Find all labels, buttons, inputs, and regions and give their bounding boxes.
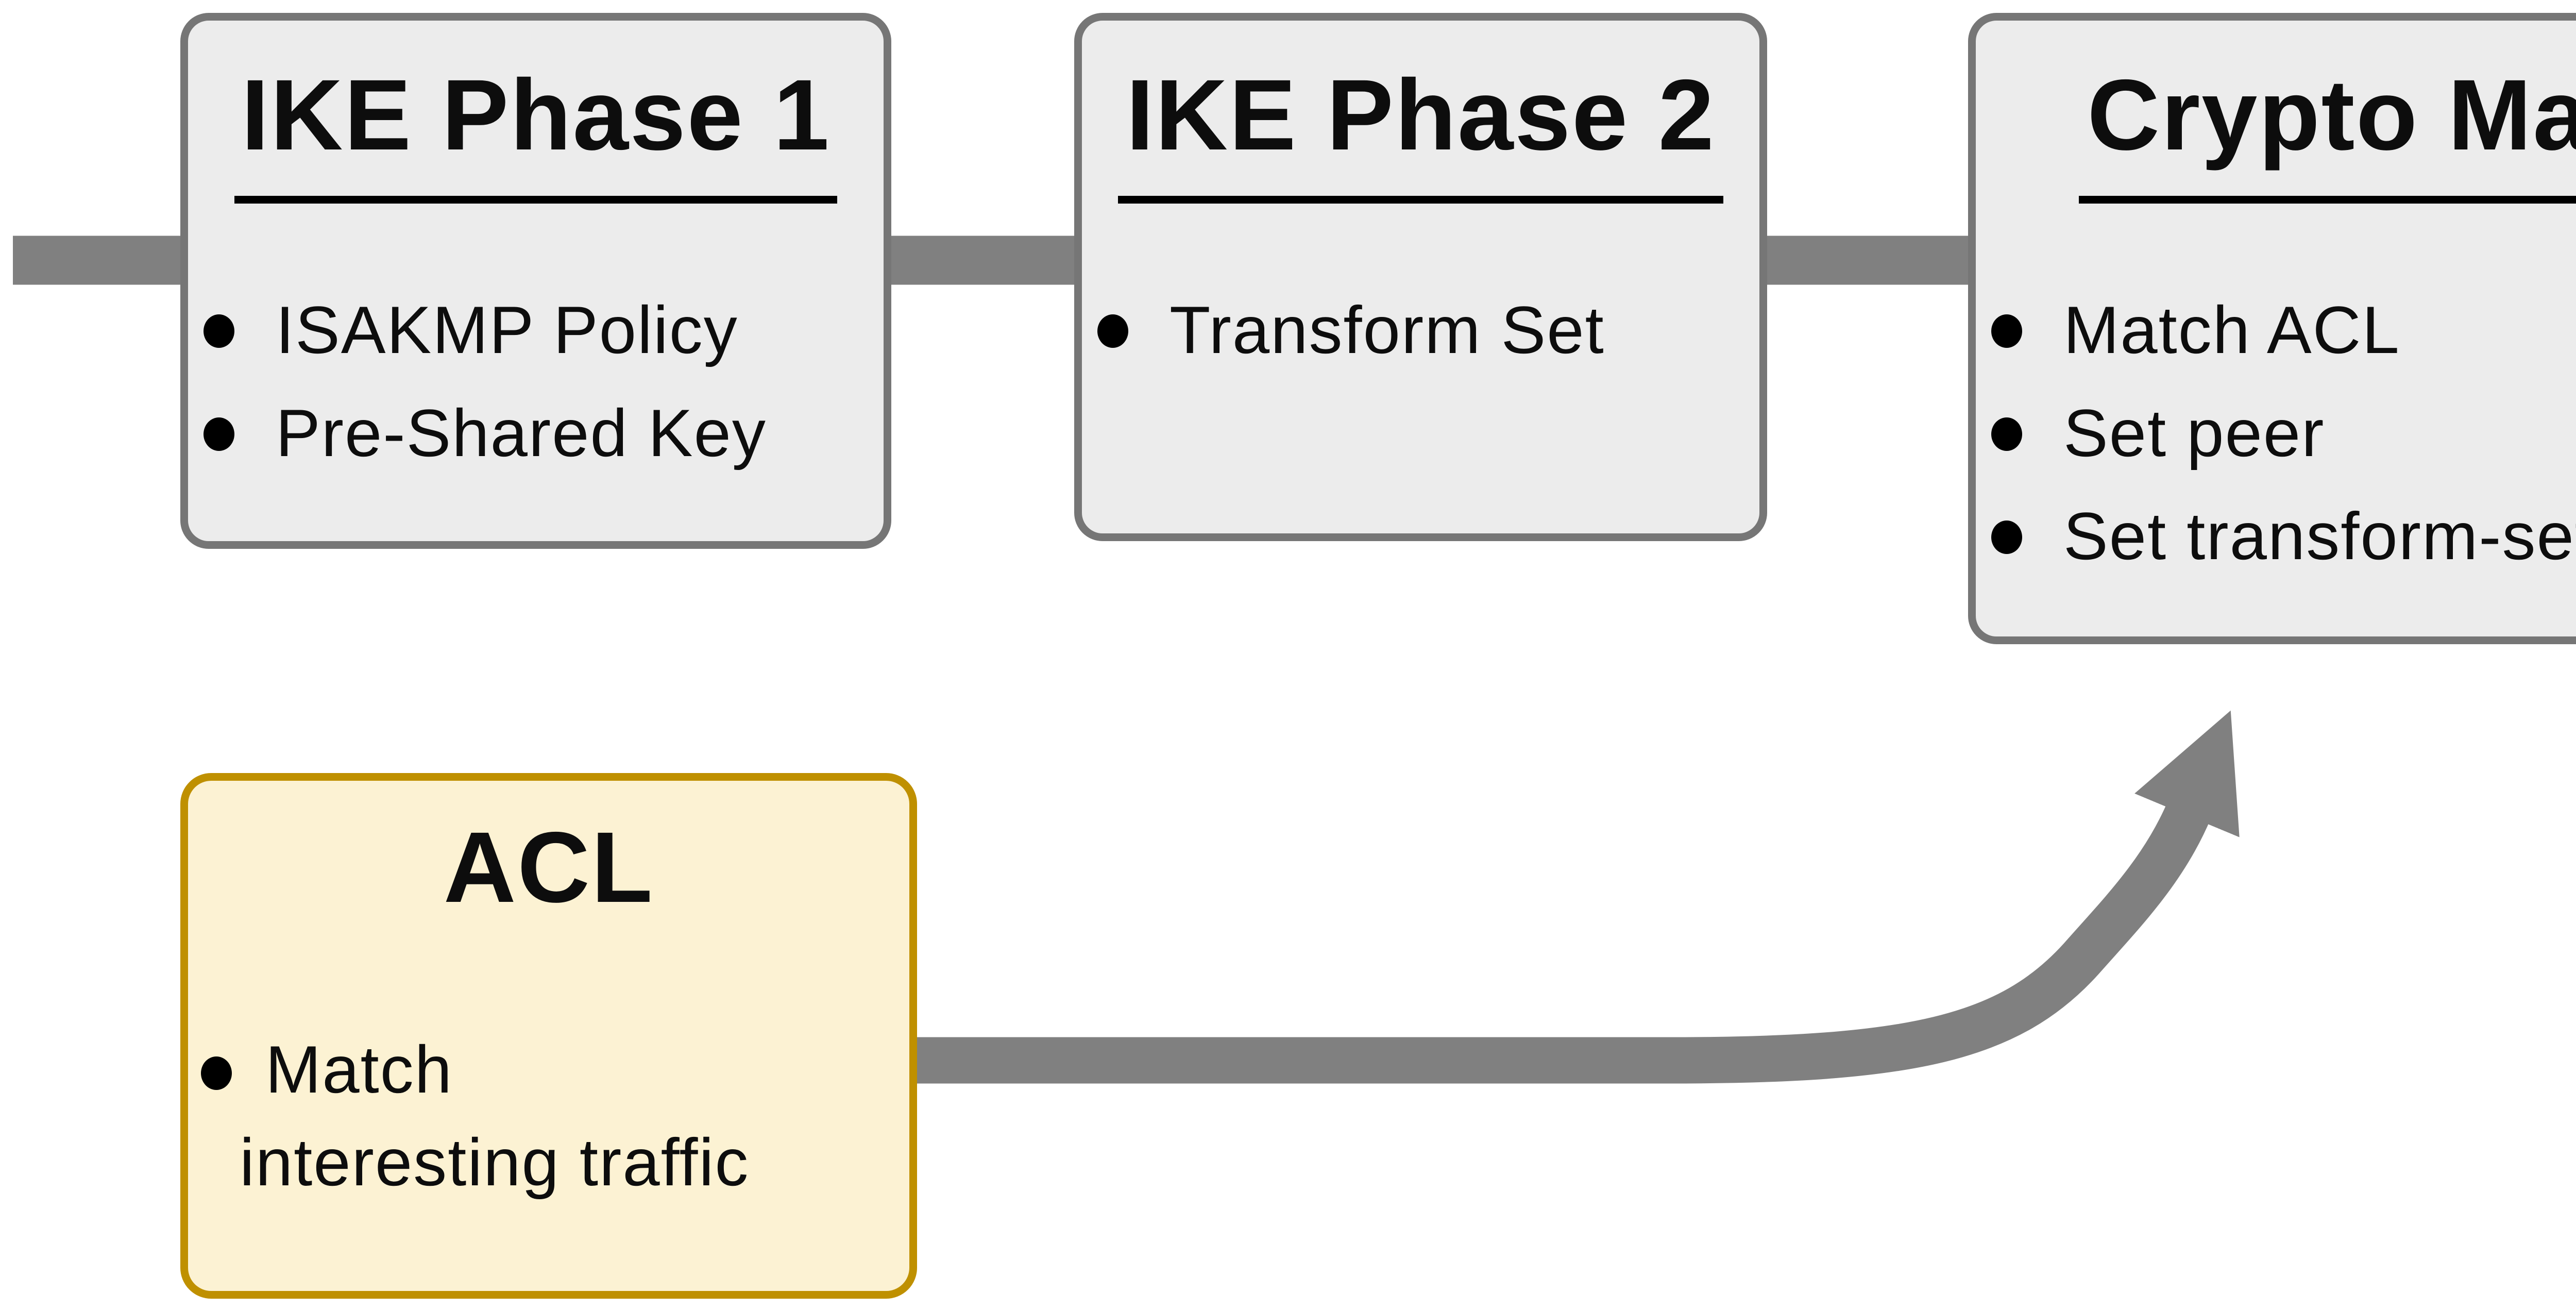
list-item: ISAKMP Policy [188,289,884,371]
bullet-text: Set transform-set [2063,497,2576,575]
bullet-icon [1991,521,2022,554]
bullet-text-line: interesting traffic [240,1123,750,1201]
bullet-icon [204,314,234,348]
acl-to-crypto-map-arrow [917,710,2240,1084]
box-acl: ACL Match interesting traffic [180,773,917,1299]
bullet-icon [201,1056,232,1090]
bullet-list: Match interesting traffic [188,1028,909,1203]
bullet-list: Transform Set [1082,289,1759,371]
bullet-text: Transform Set [1170,291,1605,368]
box-title: ACL [443,814,654,925]
list-item: Set peer [1976,392,2576,474]
bullet-text: ISAKMP Policy [276,291,738,368]
box-ike-phase-2: IKE Phase 2 Transform Set [1074,13,1767,541]
bullet-text-line: Match [265,1031,453,1108]
bullet-icon [1991,314,2022,348]
bullet-list: Match ACL Set peer Set transform-set [1976,289,2576,577]
box-ike-phase-1: IKE Phase 1 ISAKMP Policy Pre-Shared Key [180,13,891,549]
list-item: Transform Set [1082,289,1759,371]
box-title-row: IKE Phase 2 [1082,21,1759,204]
bullet-text: Match interesting traffic [188,1028,909,1203]
box-title-row: IKE Phase 1 [188,21,884,204]
bullet-icon [1991,417,2022,451]
bullet-list: ISAKMP Policy Pre-Shared Key [188,289,884,474]
box-title: IKE Phase 2 [1118,54,1723,204]
list-item: Match interesting traffic [188,1028,909,1203]
bullet-icon [204,417,234,451]
box-title-row: ACL [188,781,909,935]
bullet-icon [1097,314,1128,348]
box-crypto-map: Crypto Map Match ACL Set peer Set transf… [1968,13,2576,644]
list-item: Set transform-set [1976,495,2576,577]
list-item: Match ACL [1976,289,2576,371]
bullet-text: Pre-Shared Key [276,394,767,472]
box-title: IKE Phase 1 [233,54,838,204]
box-title-row: Crypto Map [1976,21,2576,204]
bullet-text: Set peer [2063,394,2325,472]
bullet-text: Match ACL [2063,291,2400,368]
box-title: Crypto Map [2079,54,2576,204]
list-item: Pre-Shared Key [188,392,884,474]
